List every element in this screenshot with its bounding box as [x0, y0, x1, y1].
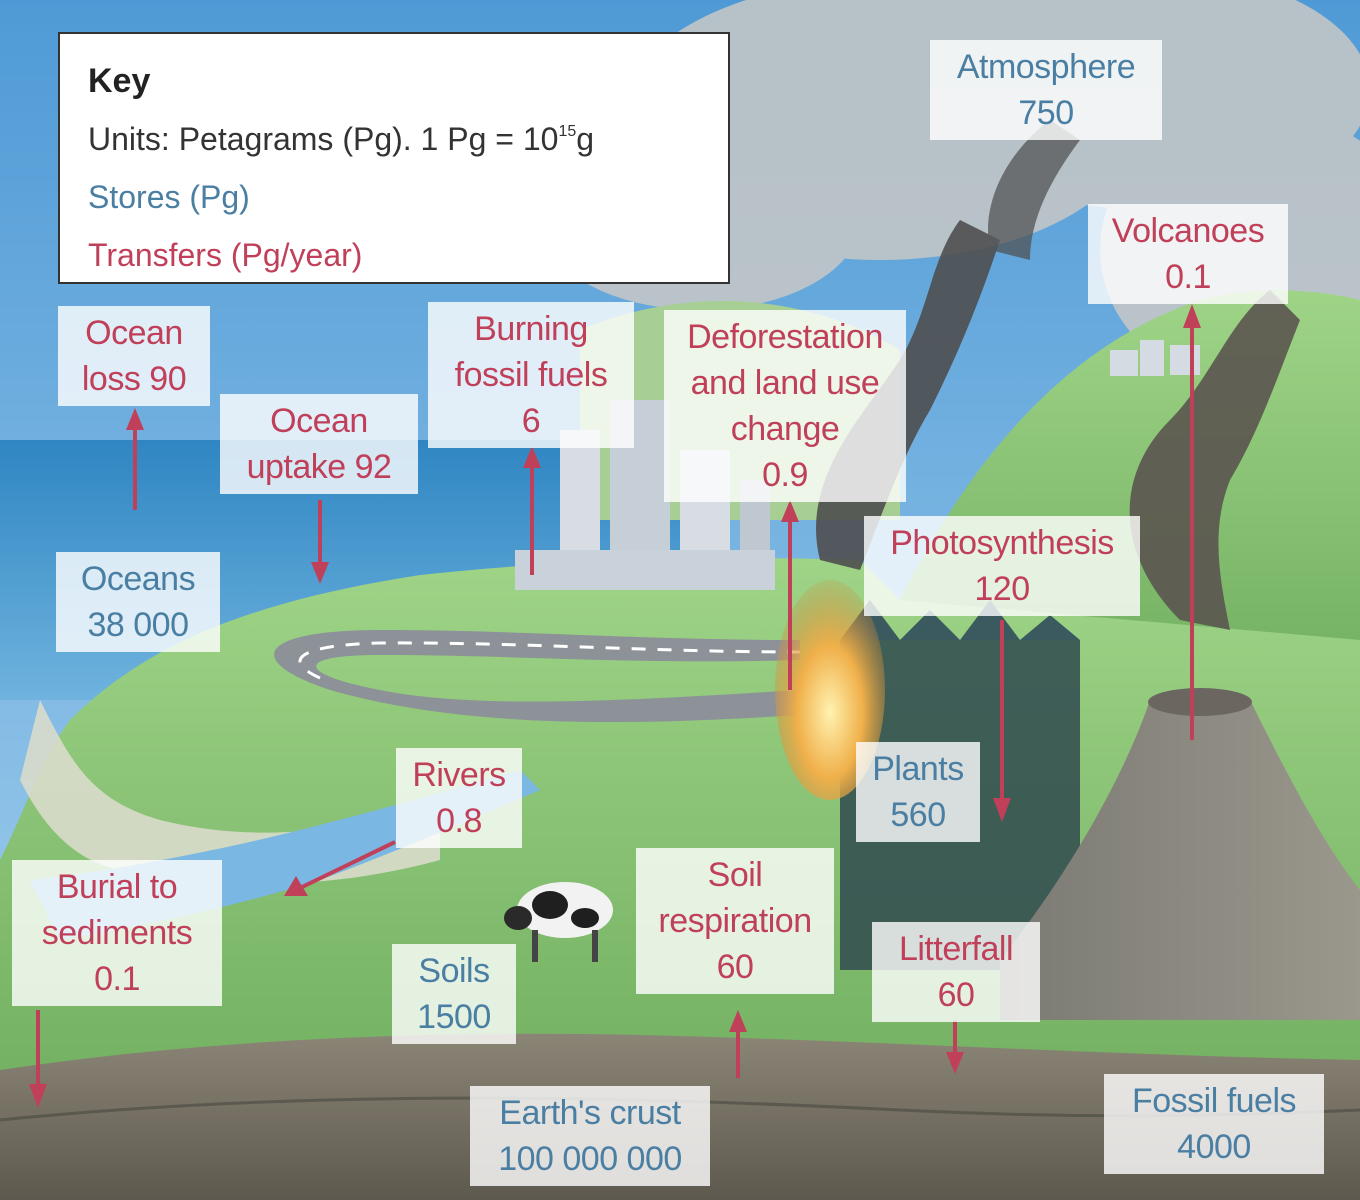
store-atmosphere-value: 750 [1018, 94, 1074, 132]
road-markings [298, 641, 801, 680]
key-title: Key [88, 62, 151, 100]
transfer-burial-to-sediments-line-3: 0.1 [94, 960, 140, 998]
transfer-litterfall: Litterfall 60 [872, 922, 1040, 1022]
transfer-ocean-uptake: Ocean uptake 92 [220, 394, 418, 494]
transfer-litterfall-line-1: Litterfall [898, 930, 1014, 968]
transfer-soil-respiration-line-3: 60 [716, 948, 754, 986]
transfer-deforestation-line-1: Deforestation [687, 318, 883, 356]
transfer-photosynthesis-line-2: 120 [974, 570, 1030, 608]
arrowhead-burial-to-sediments [29, 1084, 47, 1108]
transfer-deforestation-line-2: and land use [690, 364, 880, 402]
arrowhead-soil-respiration [729, 1010, 747, 1032]
arrowhead-litterfall [946, 1052, 964, 1074]
transfer-burial-to-sediments-line-1: Burial to [56, 868, 178, 906]
transfer-photosynthesis: Photosynthesis 120 [864, 516, 1140, 616]
transfer-soil-respiration-line-1: Soil [707, 856, 763, 894]
store-earths-crust-value: 100 000 000 [498, 1140, 682, 1178]
store-earths-crust: Earth's crust 100 000 000 [470, 1086, 710, 1186]
transfer-ocean-uptake-line-2: uptake 92 [246, 448, 392, 486]
volcano-crater [1148, 688, 1252, 716]
transfer-ocean-loss: Ocean loss 90 [58, 306, 210, 406]
transfer-burning-fossil-fuels-line-2: fossil fuels [454, 356, 608, 394]
key-units-exponent: 15 [558, 123, 577, 140]
transfer-volcanoes-line-2: 0.1 [1165, 258, 1211, 296]
store-plants-name: Plants [872, 750, 964, 788]
store-earths-crust-name: Earth's crust [499, 1094, 681, 1132]
key-units-suffix: g [576, 121, 595, 157]
arrows [29, 304, 1201, 1108]
key-units-prefix: Units: Petagrams (Pg). 1 Pg = 10 [88, 121, 559, 157]
store-oceans: Oceans 38 000 [56, 552, 220, 652]
store-atmosphere: Atmosphere 750 [930, 40, 1162, 140]
store-plants-value: 560 [890, 796, 946, 834]
transfer-burning-fossil-fuels: Burning fossil fuels 6 [428, 302, 634, 448]
transfer-litterfall-line-2: 60 [937, 976, 975, 1014]
cow [504, 882, 613, 962]
key-transfers: Transfers (Pg/year) [88, 237, 363, 273]
arrowhead-burning-fossil-fuels [523, 446, 541, 468]
transfer-rivers: Rivers 0.8 [396, 748, 522, 848]
store-soils-value: 1500 [417, 998, 491, 1036]
arrowhead-deforestation [781, 500, 799, 522]
store-atmosphere-name: Atmosphere [956, 48, 1136, 86]
store-fossil-fuels: Fossil fuels 4000 [1104, 1074, 1324, 1174]
transfer-deforestation-line-3: change [730, 410, 840, 448]
key-stores: Stores (Pg) [88, 179, 250, 215]
transfer-soil-respiration: Soil respiration 60 [636, 848, 834, 994]
store-soils-name: Soils [418, 952, 490, 990]
store-plants: Plants 560 [856, 742, 980, 842]
transfer-ocean-uptake-line-1: Ocean [270, 402, 368, 440]
transfer-burning-fossil-fuels-line-1: Burning [474, 310, 588, 348]
transfer-rivers-line-2: 0.8 [436, 802, 482, 840]
key-panel: Key Units: Petagrams (Pg). 1 Pg = 1015g … [58, 32, 730, 284]
transfer-burning-fossil-fuels-line-3: 6 [521, 402, 541, 440]
arrowhead-photosynthesis [993, 798, 1011, 822]
transfer-deforestation-line-4: 0.9 [762, 456, 808, 494]
transfer-rivers-line-1: Rivers [412, 756, 506, 794]
transfer-volcanoes: Volcanoes 0.1 [1088, 204, 1288, 304]
transfer-burial-to-sediments-line-2: sediments [41, 914, 193, 952]
store-oceans-name: Oceans [80, 560, 196, 598]
store-fossil-fuels-value: 4000 [1177, 1128, 1251, 1166]
transfer-soil-respiration-line-2: respiration [658, 902, 812, 940]
arrowhead-volcanoes [1183, 304, 1201, 328]
store-fossil-fuels-name: Fossil fuels [1131, 1082, 1297, 1120]
store-oceans-value: 38 000 [87, 606, 190, 644]
store-soils: Soils 1500 [392, 944, 516, 1044]
volcano [1000, 700, 1360, 1020]
hilltop-buildings [1110, 340, 1200, 376]
key-units: Units: Petagrams (Pg). 1 Pg = 1015g [88, 110, 700, 168]
transfer-deforestation: Deforestation and land use change 0.9 [664, 310, 906, 502]
arrowhead-ocean-loss [126, 408, 144, 430]
transfer-photosynthesis-line-1: Photosynthesis [890, 524, 1114, 562]
transfer-volcanoes-line-1: Volcanoes [1111, 212, 1265, 250]
transfer-ocean-loss-line-1: Ocean [85, 314, 183, 352]
transfer-ocean-loss-line-2: loss 90 [81, 360, 187, 398]
arrow-rivers [299, 840, 396, 890]
transfer-burial-to-sediments: Burial to sediments 0.1 [12, 860, 222, 1006]
road [274, 630, 800, 723]
arrowhead-rivers [284, 876, 308, 896]
arrowhead-ocean-uptake [311, 562, 329, 584]
